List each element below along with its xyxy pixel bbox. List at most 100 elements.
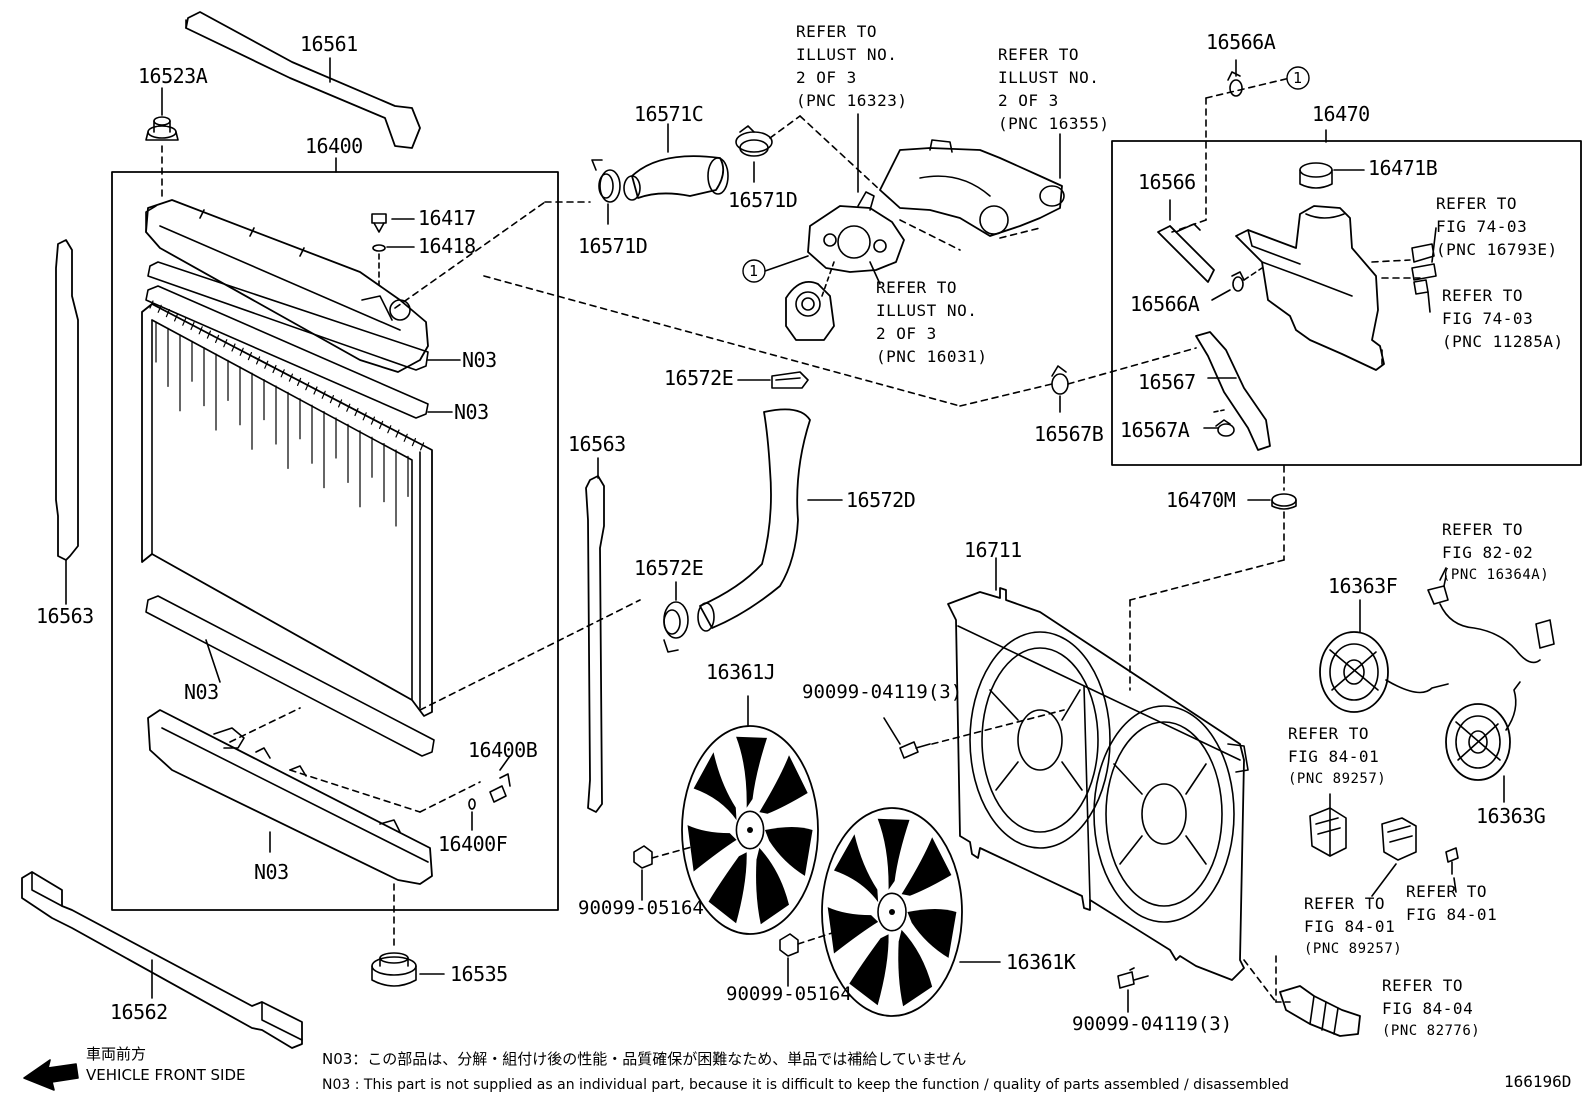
label-90099-04119-b: 90099-04119(3): [1072, 1013, 1233, 1035]
fin-tooth: [338, 399, 343, 408]
refer-line: 2 OF 3: [998, 91, 1059, 110]
refer-block-16793E: REFER TO FIG 74-03 (PNC 16793E): [1436, 192, 1558, 261]
gasket-n03-b: [145, 285, 429, 419]
fan-blade: [687, 825, 737, 872]
label-n03-c: N03: [184, 680, 219, 704]
refer-line: REFER TO: [876, 278, 958, 297]
fan-16361K: [821, 807, 963, 1017]
fan-16361J: [681, 725, 819, 935]
fin-tooth: [280, 369, 285, 378]
fan-blade: [764, 827, 813, 876]
refer-line: REFER TO: [1442, 520, 1524, 539]
fin-tooth: [395, 429, 400, 438]
fin-tooth: [370, 416, 375, 425]
refer-block-16355: REFER TO ILLUST NO. 2 OF 3 (PNC 16355): [998, 43, 1109, 135]
label-16535: 16535: [450, 962, 508, 986]
label-16566A-mid: 16566A: [1130, 292, 1200, 316]
fin-tooth: [297, 377, 302, 386]
label-16470M: 16470M: [1166, 488, 1236, 512]
o-ring-16400F: [468, 798, 476, 810]
refer-line: FIG 84-01: [1406, 905, 1498, 924]
fan-hub-center: [747, 827, 753, 833]
refer-line: (PNC 89257): [1304, 941, 1403, 957]
label-16566: 16566: [1138, 170, 1196, 194]
fin-tooth: [149, 300, 154, 309]
label-16418: 16418: [418, 234, 476, 258]
refer-line: REFER TO: [1436, 194, 1518, 213]
fin-tooth: [379, 420, 384, 429]
hose-clamp-16567A: [1215, 419, 1235, 437]
fin-tooth: [264, 360, 269, 369]
callout-circle-1-right: [1286, 66, 1310, 90]
fin-tooth: [239, 347, 244, 356]
refer-line: FIG 74-03: [1436, 217, 1528, 236]
label-16400B: 16400B: [468, 738, 538, 762]
fan-blade: [827, 907, 879, 954]
refer-line: 2 OF 3: [876, 324, 937, 343]
refer-line: ILLUST NO.: [876, 301, 978, 320]
hose-clamp-16572E-top: [771, 371, 809, 389]
fin-tooth: [272, 364, 277, 374]
label-16571C: 16571C: [634, 102, 704, 126]
label-16566A-top: 16566A: [1206, 30, 1276, 54]
fan-blade: [898, 929, 933, 1007]
duct-82776: [1279, 985, 1361, 1037]
fin-tooth: [329, 395, 334, 404]
fan-16361J-blades: [687, 736, 813, 925]
fin-tooth: [420, 442, 425, 451]
fin-tooth: [190, 321, 195, 331]
refer-block-82776: REFER TO FIG 84-04 (PNC 82776): [1382, 974, 1480, 1043]
fin-tooth: [198, 326, 203, 335]
fin-tooth: [321, 390, 326, 399]
radiator-cap-16523A: [145, 116, 179, 141]
refer-line: (PNC 16031): [876, 347, 988, 366]
radiator-lower-tank: [147, 709, 433, 885]
water-inlet-housing-16323: [807, 191, 905, 273]
label-90099-05164-a: 90099-05164: [578, 897, 704, 919]
refer-line: FIG 84-01: [1288, 747, 1380, 766]
refer-line: FIG 82-02: [1442, 543, 1534, 562]
refer-line: (PNC 16323): [796, 91, 908, 110]
label-16571D-right: 16571D: [728, 188, 798, 212]
label-16567B: 16567B: [1034, 422, 1104, 446]
fan-blade: [708, 852, 747, 924]
fin-tooth: [215, 334, 220, 343]
refer-line: ILLUST NO.: [796, 45, 898, 64]
gasket-n03-c: [145, 595, 435, 757]
refer-block-16323: REFER TO ILLUST NO. 2 OF 3 (PNC 16323): [796, 20, 907, 112]
vehicle-front-en: VEHICLE FRONT SIDE: [86, 1066, 246, 1084]
fan-16361K-blades: [827, 818, 957, 1007]
lower-hose-16572D: [697, 408, 811, 632]
fin-tooth: [247, 352, 252, 361]
refer-block-11285A: REFER TO FIG 74-03 (PNC 11285A): [1442, 284, 1564, 353]
fan-blade: [693, 752, 737, 821]
label-16400: 16400: [305, 134, 363, 158]
vehicle-front-jp: 車両前方: [86, 1045, 147, 1063]
refer-line: 2 OF 3: [796, 68, 857, 87]
fan-blade: [833, 834, 879, 903]
label-16470: 16470: [1312, 102, 1370, 126]
wire-harness-16364A: [1427, 575, 1555, 664]
hose-clamp-16566A-mid: [1231, 271, 1245, 292]
connector-89257-b: [1381, 817, 1417, 861]
fin-tooth: [403, 433, 408, 442]
reservoir-brackets: [1411, 243, 1437, 295]
fin-tooth: [206, 330, 211, 339]
figure-number: 166196D: [1504, 1072, 1572, 1091]
connector-89257-a: [1309, 807, 1347, 857]
fin-tooth: [354, 407, 359, 417]
refer-line: (PNC 16793E): [1436, 240, 1558, 259]
upper-seal-16561: [185, 11, 421, 149]
refer-line: REFER TO: [998, 45, 1080, 64]
refer-line: (PNC 89257): [1288, 771, 1387, 787]
label-16471B: 16471B: [1368, 156, 1438, 180]
label-16523A: 16523A: [138, 64, 208, 88]
refer-line: REFER TO: [1442, 286, 1524, 305]
fin-tooth: [362, 412, 367, 421]
refer-line: FIG 84-04: [1382, 999, 1474, 1018]
refer-block-89257-b: REFER TO FIG 84-01 (PNC 89257): [1304, 892, 1402, 961]
reservoir-hose-16567: [1195, 331, 1271, 451]
clip-bolt-8401: [1445, 847, 1459, 875]
label-16711: 16711: [964, 538, 1022, 562]
reservoir-hose-16566: [1157, 223, 1215, 283]
